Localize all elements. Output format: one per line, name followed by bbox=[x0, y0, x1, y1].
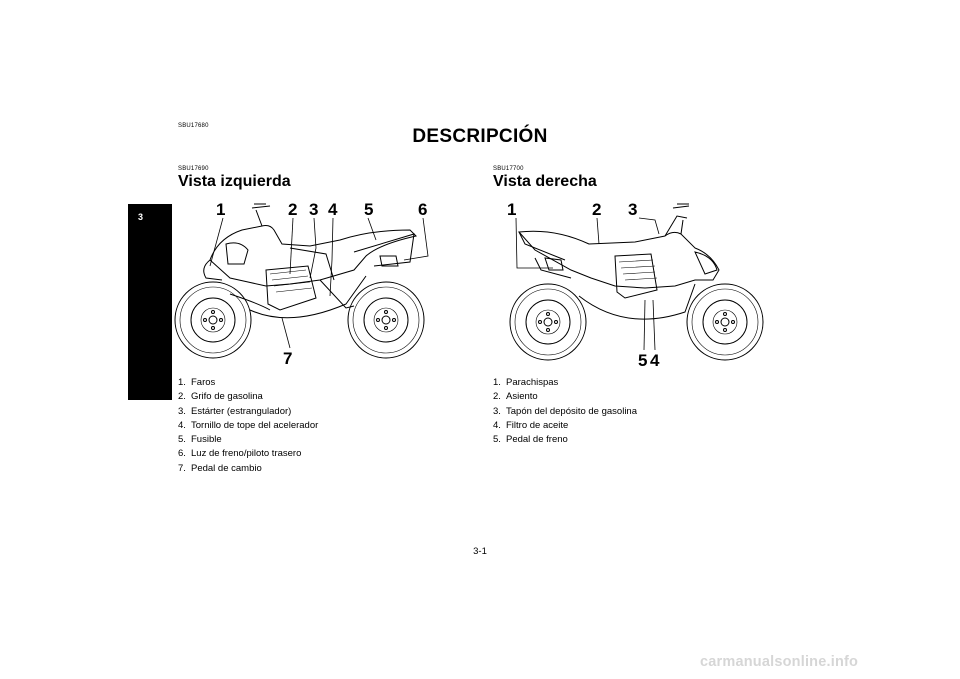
leader-lines bbox=[515, 217, 660, 351]
left-callout-4: 4 bbox=[328, 200, 338, 219]
left-view-code: SBU17690 bbox=[178, 166, 209, 172]
right-callout-1: 1 bbox=[507, 200, 517, 219]
list-item: 7.Pedal de cambio bbox=[178, 462, 262, 474]
list-item: 3.Estárter (estrangulador) bbox=[178, 405, 292, 417]
front-wheel bbox=[347, 281, 425, 359]
list-item: 1.Faros bbox=[178, 377, 216, 388]
list-item: 6.Luz de freno/piloto trasero bbox=[178, 448, 302, 460]
left-callout-1: 1 bbox=[216, 200, 226, 219]
left-callout-3: 3 bbox=[309, 200, 319, 219]
left-legend-list: 1.Faros 2.Grifo de gasolina 3.Estárter (… bbox=[178, 376, 318, 476]
list-item: 2.Grifo de gasolina bbox=[178, 391, 263, 403]
left-view-illustration bbox=[174, 203, 429, 359]
list-item: 4.Filtro de aceite bbox=[493, 419, 569, 431]
list-item: 3.Tapón del depósito de gasolina bbox=[493, 405, 637, 417]
front-wheel bbox=[509, 283, 587, 361]
rear-wheel bbox=[686, 283, 764, 361]
document-code: SBU17680 bbox=[178, 123, 209, 129]
list-item: 1.Parachispas bbox=[493, 377, 559, 388]
page-title: DESCRIPCIÓN bbox=[412, 126, 548, 147]
list-item: 5.Pedal de freno bbox=[493, 434, 568, 446]
leader-lines bbox=[209, 217, 429, 349]
left-callout-5: 5 bbox=[364, 200, 374, 219]
right-view-title: Vista derecha bbox=[493, 173, 597, 190]
list-item: 5.Fusible bbox=[178, 434, 222, 446]
right-callout-4: 4 bbox=[650, 351, 660, 370]
watermark: carmanualsonline.info bbox=[700, 654, 859, 670]
left-callout-6: 6 bbox=[418, 200, 428, 219]
chapter-tab: 3 bbox=[128, 204, 172, 400]
right-callout-2: 2 bbox=[592, 200, 602, 219]
chapter-tab-number: 3 bbox=[138, 212, 144, 222]
list-item: 2.Asiento bbox=[493, 391, 538, 403]
left-callout-7: 7 bbox=[283, 349, 293, 368]
rear-wheel bbox=[174, 281, 252, 359]
page-number: 3-1 bbox=[473, 546, 487, 557]
left-view-title: Vista izquierda bbox=[178, 173, 291, 190]
right-legend-list: 1.Parachispas 2.Asiento 3.Tapón del depó… bbox=[493, 376, 637, 447]
right-view-illustration bbox=[509, 203, 764, 361]
right-callout-5: 5 bbox=[638, 351, 648, 370]
right-callout-3: 3 bbox=[628, 200, 638, 219]
right-view-code: SBU17700 bbox=[493, 166, 524, 172]
atv-body bbox=[517, 203, 720, 320]
list-item: 4.Tornillo de tope del acelerador bbox=[178, 419, 319, 431]
left-callout-2: 2 bbox=[288, 200, 298, 219]
atv-body bbox=[203, 203, 417, 319]
